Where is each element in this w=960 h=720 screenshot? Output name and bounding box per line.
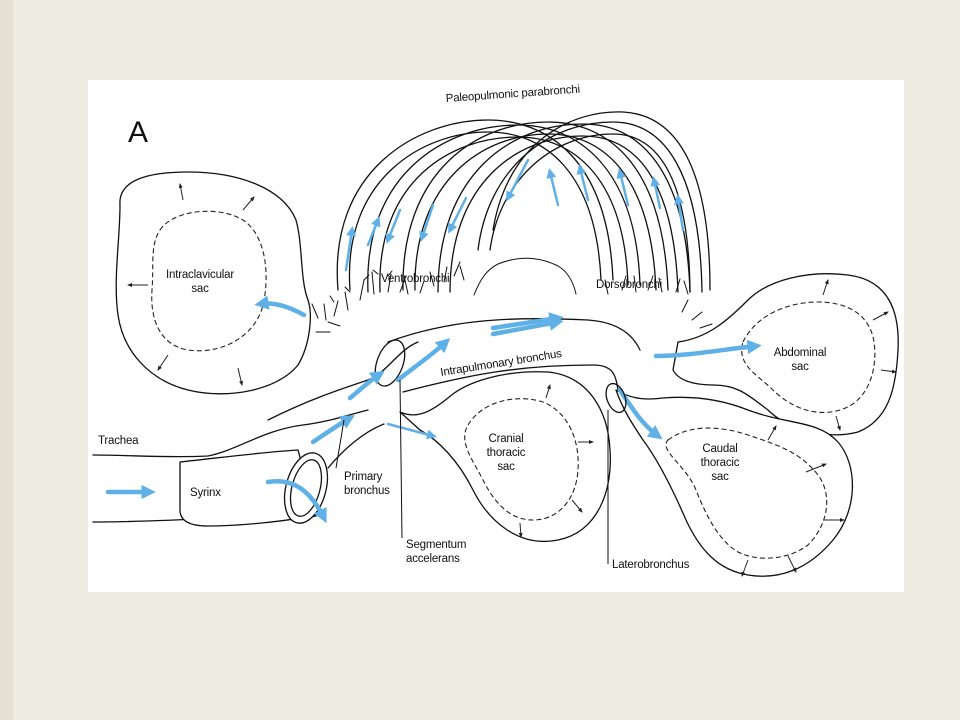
label-segmentum-line2: accelerans bbox=[406, 553, 460, 565]
cranial-thoracic-sac: Cranial thoracic sac bbox=[386, 371, 612, 542]
label-abdominal-line1: Abdominal bbox=[774, 347, 827, 359]
label-syrinx: Syrinx bbox=[190, 487, 221, 499]
label-intraclavicular-line2: sac bbox=[191, 283, 209, 295]
caudal-thoracic-sac: Caudal thoracic sac bbox=[605, 382, 854, 577]
label-abdominal-line2: sac bbox=[791, 361, 809, 373]
leader-lines bbox=[335, 379, 609, 564]
trachea-syrinx: Trachea Syrinx bbox=[92, 409, 369, 527]
label-trachea: Trachea bbox=[98, 435, 139, 447]
label-primary-line1: Primary bbox=[344, 471, 383, 483]
airflow-intrapulmonary-arrow bbox=[490, 316, 564, 337]
primary-bronchus bbox=[267, 338, 451, 469]
diagram-panel: A Intraclavicular bbox=[88, 80, 904, 592]
avian-lung-diagram: A Intraclavicular bbox=[92, 84, 899, 577]
label-intraclavicular-line1: Intraclavicular bbox=[166, 269, 234, 281]
abdominal-sac: Abdominal sac bbox=[653, 273, 899, 436]
label-laterobronchus: Laterobronchus bbox=[612, 559, 690, 571]
label-ventrobronchi: Ventrobronchi bbox=[381, 273, 449, 285]
label-segmentum-line1: Segmentum bbox=[406, 539, 466, 551]
label-dorsobronchi: Dorsobronchi bbox=[596, 279, 662, 291]
label-caudal-line1: Caudal bbox=[702, 443, 737, 455]
label-caudal-line2: thoracic bbox=[701, 457, 740, 469]
label-paleopulmonic-parabronchi: Paleopulmonic parabronchi bbox=[445, 84, 580, 105]
label-caudal-line3: sac bbox=[711, 471, 729, 483]
label-cranial-line3: sac bbox=[497, 461, 515, 473]
panel-letter: A bbox=[128, 116, 148, 149]
airflow-to-intraclavicular-arrow bbox=[254, 295, 307, 318]
slide-left-bar bbox=[0, 0, 13, 720]
branching-bronchi bbox=[311, 257, 719, 337]
intraclavicular-sac: Intraclavicular sac bbox=[115, 171, 311, 395]
label-primary-line2: bronchus bbox=[344, 485, 390, 497]
label-cranial-line1: Cranial bbox=[488, 433, 523, 445]
paleopulmonic-parabronchi-loops bbox=[336, 111, 711, 293]
label-cranial-line2: thoracic bbox=[487, 447, 526, 459]
parabronchi-airflow-arrows bbox=[344, 158, 685, 272]
